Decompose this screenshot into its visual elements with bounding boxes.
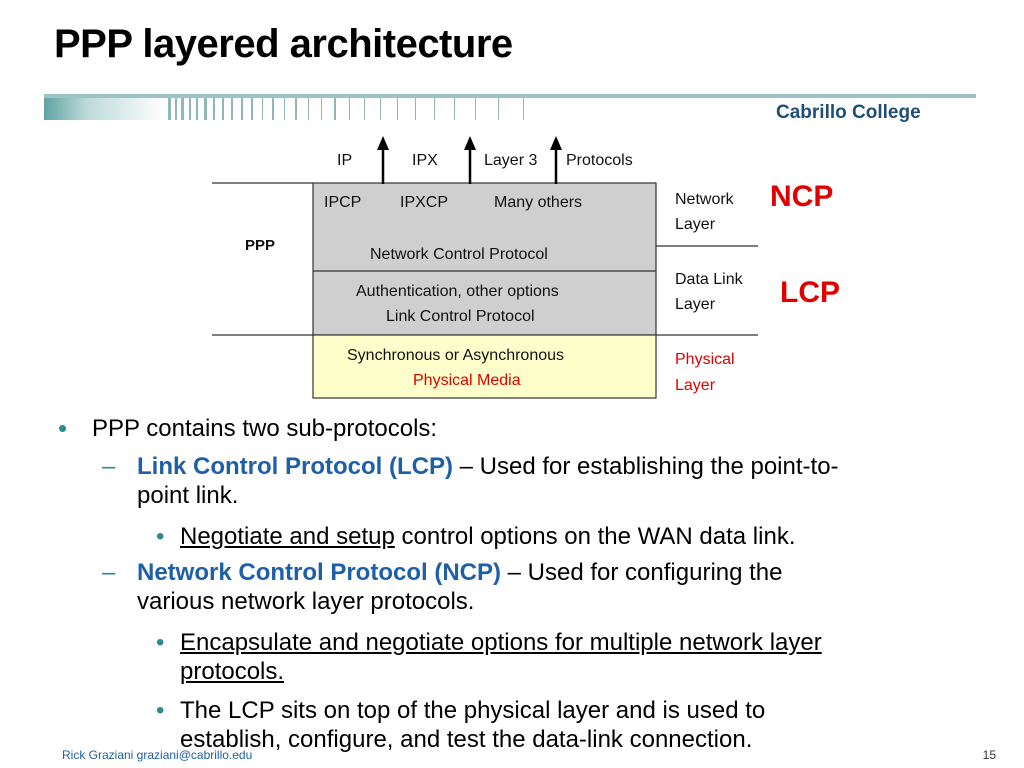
label-lcp-line2: Link Control Protocol — [386, 308, 535, 325]
label-layer3: Layer 3 — [484, 152, 537, 169]
dash-glyph: – — [102, 453, 116, 480]
label-network-1: Network — [675, 191, 735, 208]
banner-stripe — [181, 98, 184, 120]
ppp-gray-box — [312, 182, 657, 336]
label-physical-2: Layer — [675, 377, 716, 394]
banner-stripe — [498, 98, 499, 120]
ncp-big-label: NCP — [770, 180, 834, 213]
ncp-sub1-line2: protocols. — [180, 658, 285, 685]
arrowhead-ip — [377, 136, 389, 150]
banner-stripe — [251, 98, 253, 120]
label-ipxcp: IPXCP — [400, 194, 448, 211]
label-datalink-2: Layer — [675, 296, 716, 313]
lcp-sub-underlined: Negotiate and setup — [180, 523, 395, 550]
footer-author: Rick Graziani graziani@cabrillo.edu — [62, 748, 253, 762]
label-ncp-name: Network Control Protocol — [370, 246, 548, 263]
footer-page-number: 15 — [982, 748, 996, 762]
arrowhead-ipx — [464, 136, 476, 150]
label-ipcp: IPCP — [324, 194, 361, 211]
brand-label: Cabrillo College — [776, 102, 921, 123]
label-physical-1: Physical — [675, 351, 735, 368]
header-banner — [44, 94, 976, 120]
banner-stripe — [222, 98, 224, 120]
ncp-desc-2: various network layer protocols. — [137, 588, 475, 615]
label-ipx: IPX — [412, 152, 438, 169]
lcp-sub-rest: control options on the WAN data link. — [394, 523, 796, 550]
lcp-heading: Link Control Protocol (LCP) — [137, 453, 453, 480]
banner-stripe — [284, 98, 285, 120]
label-protocols: Protocols — [566, 152, 633, 169]
banner-stripe — [454, 98, 455, 120]
bullet-dot: • — [58, 413, 68, 443]
banner-stripe — [434, 98, 435, 120]
label-lcp-line1: Authentication, other options — [356, 283, 559, 300]
label-ip: IP — [337, 152, 352, 169]
arrowhead-layer3 — [550, 136, 562, 150]
banner-stripe — [523, 98, 524, 120]
sub-dot: • — [156, 523, 165, 550]
banner-stripe — [204, 98, 207, 120]
banner-stripe — [349, 98, 350, 120]
banner-stripe — [295, 98, 297, 120]
banner-stripe — [196, 98, 198, 120]
banner-stripe — [321, 98, 322, 120]
banner-stripe — [364, 98, 365, 120]
sub-dot: • — [156, 697, 165, 724]
lcp-big-label: LCP — [780, 276, 840, 309]
banner-stripe — [175, 98, 177, 120]
label-network-2: Layer — [675, 216, 716, 233]
ncp-desc-1: – Used for configuring the — [501, 559, 783, 586]
label-many-others: Many others — [494, 194, 582, 211]
slide-title: PPP layered architecture — [54, 22, 513, 66]
sub-dot: • — [156, 629, 165, 656]
banner-stripe — [334, 98, 336, 120]
banner-stripe — [415, 98, 416, 120]
bullet-1-text: PPP contains two sub-protocols: — [92, 415, 438, 442]
banner-stripe — [241, 98, 243, 120]
ncp-sub2-line2: establish, configure, and test the data-… — [180, 726, 753, 753]
banner-stripe — [189, 98, 191, 120]
label-phys-line1: Synchronous or Asynchronous — [347, 347, 564, 364]
label-ppp: PPP — [245, 237, 275, 254]
banner-stripe — [231, 98, 233, 120]
banner-stripe — [262, 98, 263, 120]
label-datalink-1: Data Link — [675, 271, 744, 288]
banner-stripe — [308, 98, 309, 120]
dash-glyph: – — [102, 559, 116, 586]
banner-stripe — [168, 98, 171, 120]
banner-stripe — [213, 98, 215, 120]
ncp-sub2-line1: The LCP sits on top of the physical laye… — [180, 697, 766, 724]
ppp-diagram: IP IPX Layer 3 Protocols PPP IPCP IPXCP … — [212, 136, 758, 399]
label-phys-line2: Physical Media — [413, 372, 521, 389]
banner-stripes — [168, 98, 524, 120]
ncp-heading: Network Control Protocol (NCP) — [137, 559, 501, 586]
physical-box — [312, 334, 657, 399]
banner-stripe — [272, 98, 274, 120]
lcp-desc-1: – Used for establishing the point-to- — [452, 453, 839, 480]
banner-stripe — [397, 98, 398, 120]
lcp-desc-2: point link. — [137, 482, 239, 509]
banner-stripe — [475, 98, 476, 120]
banner-stripe — [380, 98, 381, 120]
ncp-sub1-line1: Encapsulate and negotiate options for mu… — [180, 629, 822, 656]
